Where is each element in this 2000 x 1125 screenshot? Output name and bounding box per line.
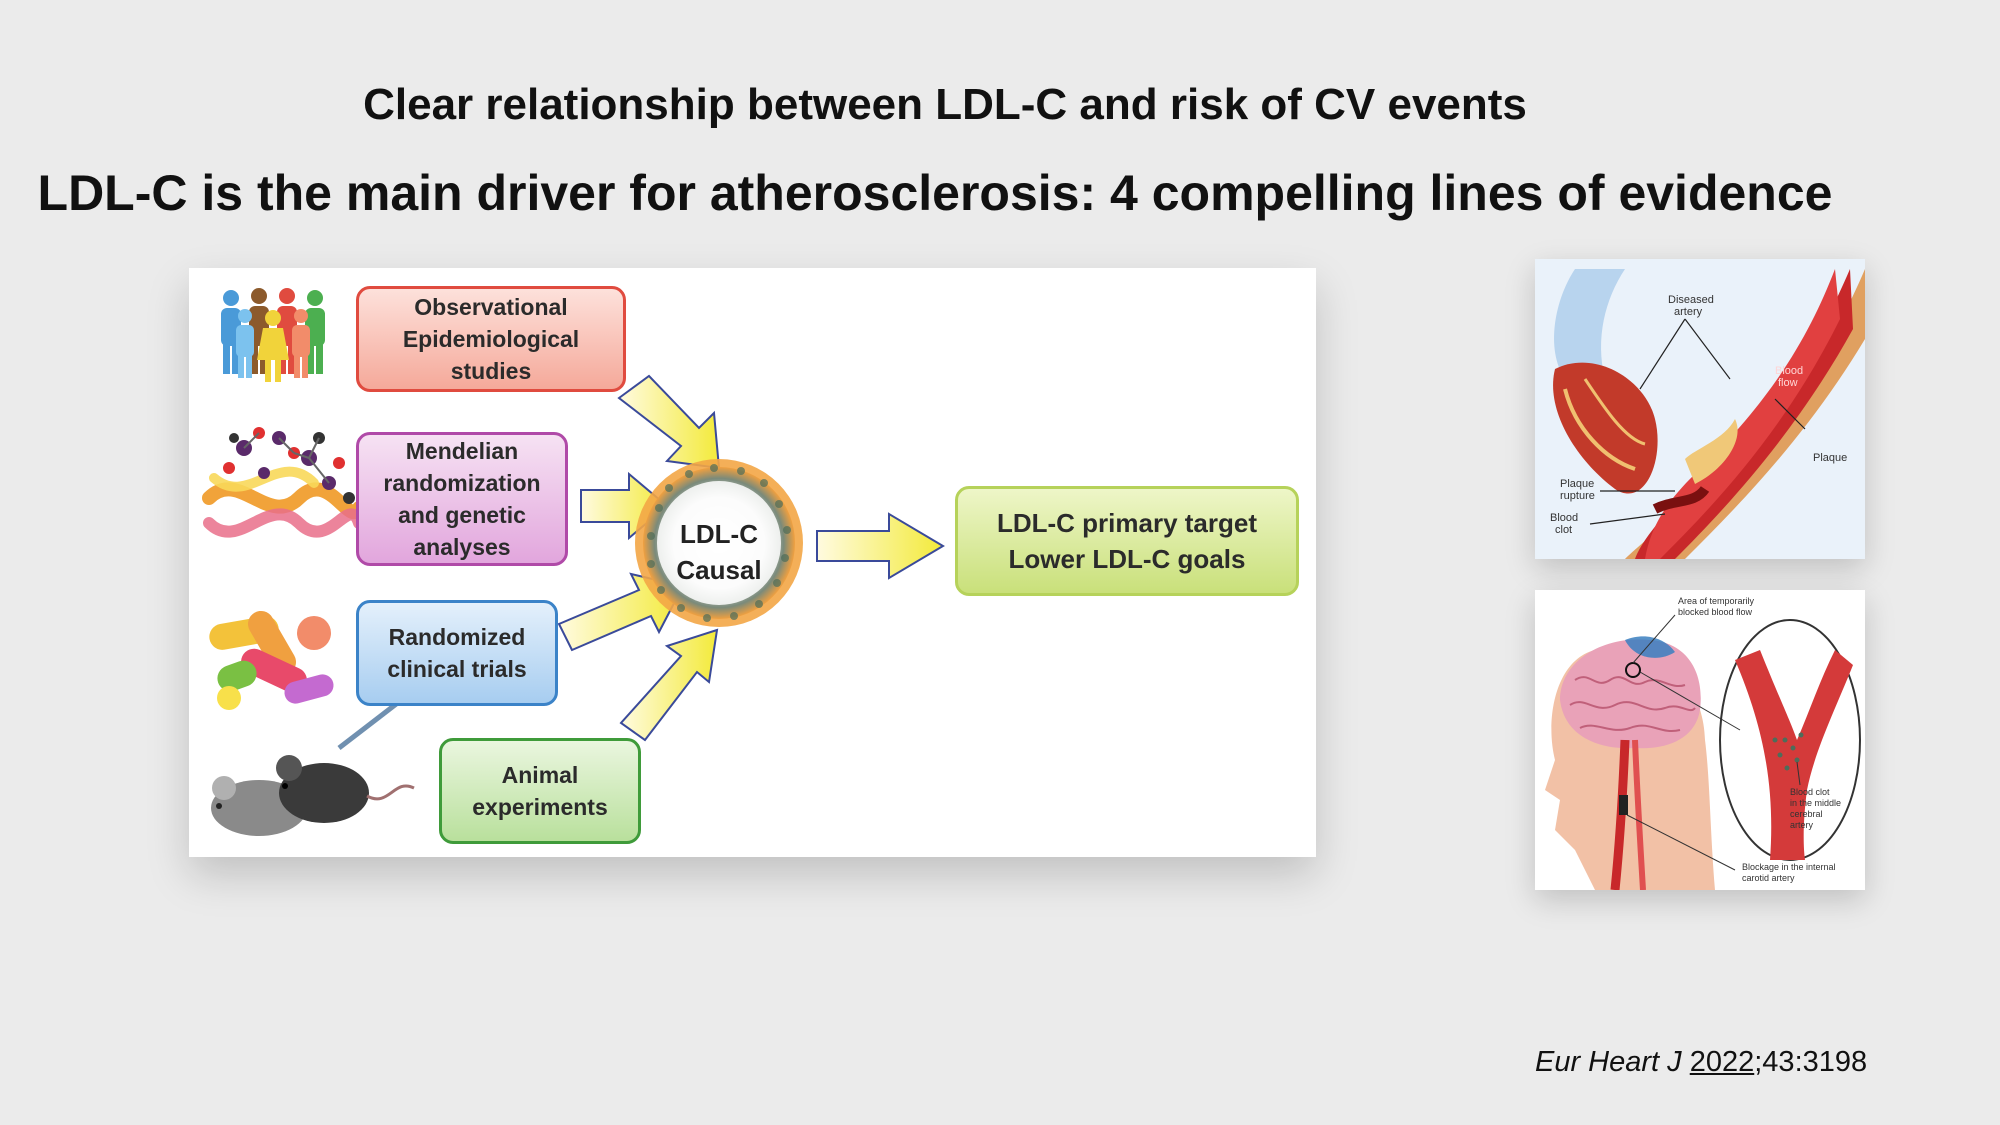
citation-volume: ;43:3198 bbox=[1754, 1046, 1868, 1078]
evidence-box-rct: Randomized clinical trials bbox=[356, 600, 558, 706]
arrow-animal bbox=[619, 628, 719, 742]
people-icon bbox=[221, 288, 325, 382]
svg-text:Plaque: Plaque bbox=[1813, 452, 1847, 464]
ldl-particle-icon bbox=[635, 459, 803, 627]
target-box: LDL-C primary target Lower LDL-C goals bbox=[955, 486, 1299, 596]
arrow-to-target bbox=[816, 512, 945, 580]
evidence-box-mendelian: Mendelian randomization and genetic anal… bbox=[356, 432, 568, 566]
pills-icon bbox=[209, 610, 334, 710]
diseased-artery-label-1: Diseased bbox=[1668, 294, 1714, 306]
slide-heading: Clear relationship between LDL-C and ris… bbox=[363, 80, 1527, 129]
citation-journal: Eur Heart J bbox=[1535, 1046, 1682, 1078]
evidence-box-animal: Animal experiments bbox=[439, 738, 641, 844]
evidence-box-observational: Observational Epidemiological studies bbox=[356, 286, 626, 392]
diagram-graphics bbox=[202, 288, 945, 836]
citation-year[interactable]: 2022 bbox=[1689, 1046, 1755, 1078]
dna-molecule-icon bbox=[202, 427, 366, 538]
arrow-obs bbox=[617, 374, 721, 470]
ldl-causal-label: LDL-C Causal bbox=[676, 519, 762, 585]
evidence-diagram: Observational Epidemiological studies Me… bbox=[189, 268, 1316, 857]
slide-title: LDL-C is the main driver for atheroscler… bbox=[37, 165, 1833, 221]
citation: Eur Heart J 2022;43:3198 bbox=[1535, 1046, 1867, 1079]
mice-icon bbox=[211, 685, 420, 836]
